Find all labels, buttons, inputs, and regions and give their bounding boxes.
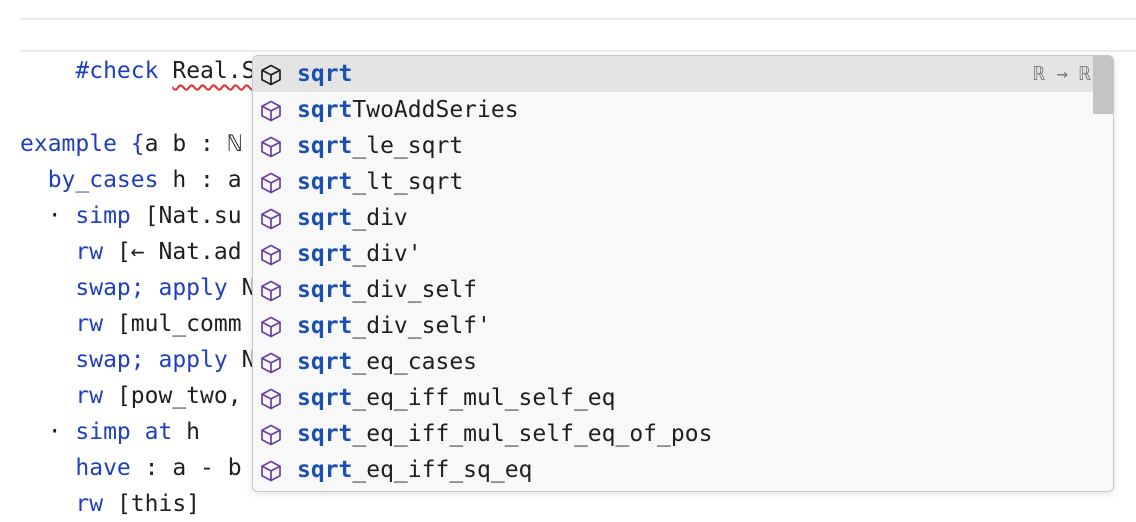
cube-icon (259, 206, 283, 230)
suggestion-item[interactable]: sqrt_div (253, 200, 1113, 236)
input-line[interactable]: #check Real.Sqrt (20, 17, 300, 87)
code-line: have : a - b (20, 450, 242, 486)
suggestion-item[interactable]: sqrt_eq_iff_mul_self_eq_of_pos (253, 416, 1113, 452)
cube-icon (259, 386, 283, 410)
current-line-highlight (20, 18, 1136, 52)
suggestion-rest-text: _div_self (352, 277, 478, 303)
suggestion-match-text: sqrt (297, 133, 353, 159)
suggestion-item[interactable]: sqrt_eq_iff_mul_self_eq (253, 380, 1113, 416)
code-line: rw [← Nat.ad (20, 234, 242, 270)
cube-icon (259, 350, 283, 374)
suggestion-match-text: sqrt (297, 241, 353, 267)
suggestion-match-text: sqrt (297, 349, 353, 375)
code-token: [pow_two, (116, 383, 242, 409)
suggestion-rest-text: _div' (352, 241, 422, 267)
code-token: N (241, 347, 256, 373)
code-line: swap; apply N (20, 342, 255, 378)
suggestion-item[interactable]: sqrt_div' (253, 236, 1113, 272)
suggestion-type-detail: ℝ → ℝ (1033, 63, 1091, 85)
suggestion-item[interactable]: sqrt_div_self' (253, 308, 1113, 344)
suggestion-rest-text: _lt_sqrt (352, 169, 464, 195)
code-line: by_cases h : a (20, 162, 242, 198)
code-line: · simp at h (20, 414, 200, 450)
suggestion-match-text: sqrt (297, 169, 353, 195)
suggestion-match-text: sqrt (297, 457, 353, 483)
suggestion-match-text: sqrt (297, 97, 353, 123)
cube-icon (259, 314, 283, 338)
suggestion-item[interactable]: sqrtTwoAddSeries (253, 92, 1113, 128)
suggestion-rest-text: _le_sqrt (352, 133, 464, 159)
suggestion-match-text: sqrt (297, 277, 353, 303)
cube-icon (259, 242, 283, 266)
suggestion-rest-text: _eq_iff_mul_self_eq (352, 385, 616, 411)
suggestion-match-text: sqrt (297, 421, 353, 447)
suggestion-match-text: sqrt (297, 61, 353, 87)
suggestion-rest-text: _div (352, 205, 408, 231)
suggestion-rest-text: _eq_iff_mul_self_eq_of_pos (352, 421, 713, 447)
suggestion-item[interactable]: sqrt_eq_cases (253, 344, 1113, 380)
code-token: rw (20, 311, 117, 337)
code-token: [← Nat.ad (116, 239, 242, 265)
suggestion-rest-text: _div_self' (352, 313, 491, 339)
code-token: example { (20, 131, 145, 157)
cube-icon (259, 98, 283, 122)
cube-icon (259, 134, 283, 158)
code-token: rw (20, 239, 117, 265)
code-token: rw (20, 491, 117, 517)
code-token: rw (20, 383, 117, 409)
code-token: [this] (116, 491, 201, 517)
suggestion-item[interactable]: sqrt_le_sqrt (253, 128, 1113, 164)
code-line: rw [this] (20, 486, 200, 522)
code-token: [mul_comm (116, 311, 242, 337)
cube-icon (259, 422, 283, 446)
code-token: simp at (75, 419, 187, 445)
suggestion-item[interactable]: sqrt_eq_iff_sq_eq (253, 452, 1113, 488)
code-line: rw [mul_comm (20, 306, 242, 342)
code-line: example {a b : ℕ (20, 126, 242, 162)
code-token: [Nat.su (144, 203, 242, 229)
code-token: simp (75, 203, 145, 229)
suggestion-match-text: sqrt (297, 205, 353, 231)
code-token: have (20, 455, 145, 481)
code-token: by_cases (20, 167, 173, 193)
suggestion-item[interactable]: sqrt_lt_sqrt (253, 164, 1113, 200)
code-token: · (20, 419, 76, 445)
code-line: rw [pow_two, (20, 378, 242, 414)
suggestion-match-text: sqrt (297, 313, 353, 339)
code-line: swap; apply N (20, 270, 255, 306)
suggestion-item[interactable]: sqrt_div_self (253, 272, 1113, 308)
cube-icon (259, 458, 283, 482)
scrollbar-thumb[interactable] (1093, 56, 1113, 114)
cube-icon (259, 170, 283, 194)
code-token: a b : ℕ (144, 131, 242, 157)
cube-icon (259, 278, 283, 302)
code-token: N (241, 275, 256, 301)
suggestion-rest-text: TwoAddSeries (352, 97, 519, 123)
suggestion-item[interactable]: sqrt ℝ → ℝ (253, 56, 1113, 92)
code-line: · simp [Nat.su (20, 198, 242, 234)
code-token: : a - b (144, 455, 242, 481)
check-directive: #check (75, 58, 159, 84)
suggestion-match-text: sqrt (297, 385, 353, 411)
code-token: swap; apply (20, 347, 242, 373)
suggestion-rest-text: _eq_iff_sq_eq (352, 457, 533, 483)
code-token: h : a (172, 167, 242, 193)
suggestion-rest-text: _eq_cases (352, 349, 478, 375)
code-token: h (186, 419, 201, 445)
code-token: swap; apply (20, 275, 242, 301)
code-token: · (20, 203, 76, 229)
cube-icon (259, 62, 283, 86)
